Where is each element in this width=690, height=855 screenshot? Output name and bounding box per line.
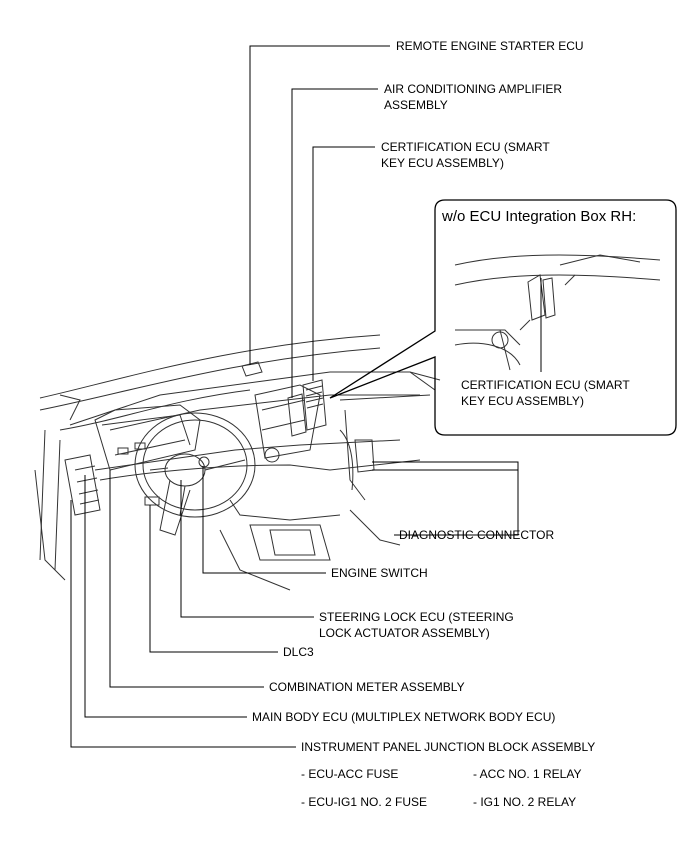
instrument-panel-jb-label: INSTRUMENT PANEL JUNCTION BLOCK ASSEMBLY: [301, 740, 596, 754]
engine-switch-knob: [198, 456, 210, 468]
junction-block-box: [64, 454, 101, 516]
main-body-ecu-label: MAIN BODY ECU (MULTIPLEX NETWORK BODY EC…: [252, 710, 556, 724]
inset-drawing: [454, 254, 661, 371]
remote-engine-starter-label: REMOTE ENGINE STARTER ECU: [396, 39, 584, 53]
inset-title: w/o ECU Integration Box RH:: [442, 208, 637, 225]
diagnostic-connector-label: DIAGNOSTIC CONNECTOR: [399, 528, 555, 542]
certification-ecu-label-line2: KEY ECU ASSEMBLY): [381, 156, 504, 170]
cluster-hood: [94, 404, 201, 471]
steering-lock-label-line2: LOCK ACTUATOR ASSEMBLY): [319, 626, 490, 640]
steering-wheel-rim: [134, 412, 256, 518]
inset-certification-label-line2: KEY ECU ASSEMBLY): [461, 394, 584, 408]
remote-starter-box: [241, 361, 263, 377]
inset-certification-label-line1: CERTIFICATION ECU (SMART: [461, 378, 630, 392]
ac-amplifier-box: [287, 393, 307, 437]
acc-no1-relay-label: - ACC NO. 1 RELAY: [473, 767, 582, 781]
leader-lines: [70, 45, 542, 748]
dlc3-label: DLC3: [283, 645, 314, 659]
inset-frame: [329, 199, 677, 436]
ecu-ig1-no2-fuse-label: - ECU-IG1 NO. 2 FUSE: [301, 795, 428, 809]
dlc3-box: [144, 496, 160, 506]
windshield-edge: [39, 334, 381, 399]
steering-lock-label-line1: STEERING LOCK ECU (STEERING: [319, 610, 514, 624]
air-conditioning-label-line2: ASSEMBLY: [384, 98, 448, 112]
diagnostic-connector-box: [354, 439, 375, 473]
air-conditioning-label-line1: AIR CONDITIONING AMPLIFIER: [384, 82, 563, 96]
engine-switch-label: ENGINE SWITCH: [331, 566, 428, 580]
certification-ecu-label-line1: CERTIFICATION ECU (SMART: [381, 140, 550, 154]
certification-ecu-box: [302, 379, 327, 431]
ecu-acc-fuse-label: - ECU-ACC FUSE: [301, 767, 399, 781]
combination-meter-label: COMBINATION METER ASSEMBLY: [269, 680, 465, 694]
ig1-no2-relay-label: - IG1 NO. 2 RELAY: [473, 795, 577, 809]
